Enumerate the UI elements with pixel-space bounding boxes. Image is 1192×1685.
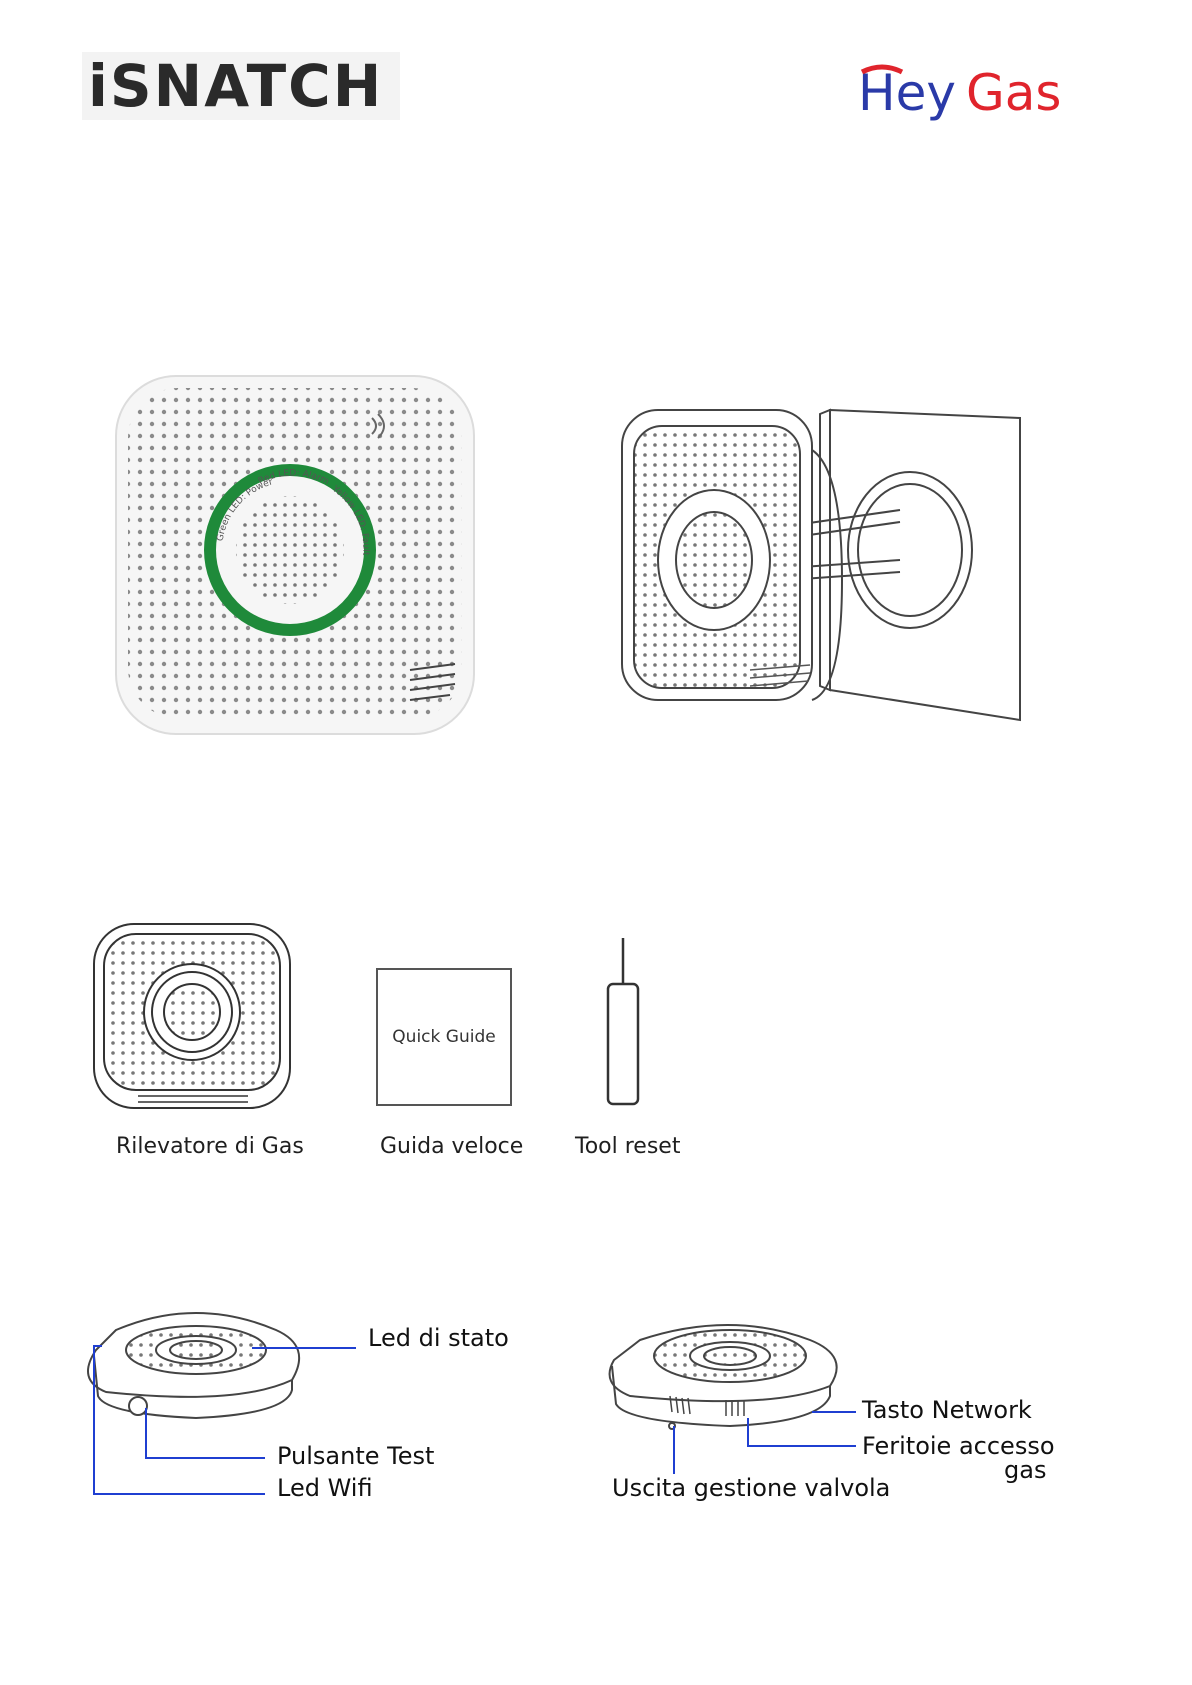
label-feritoie-gas: gas [1004, 1456, 1046, 1484]
heygas-logo-hey: Hey [858, 64, 956, 122]
gas-detector-photo: Green LED: Power Red LED: Alarm Yellow L… [110, 370, 480, 740]
caption-tool: Tool reset [575, 1134, 680, 1159]
label-uscita-valvola: Uscita gestione valvola [612, 1474, 890, 1502]
quick-guide-box: Quick Guide [376, 968, 512, 1106]
isnatch-logo: iSNATCH [82, 52, 400, 120]
caption-detector: Rilevatore di Gas [116, 1134, 304, 1159]
isnatch-logo-text: iSNATCH [88, 52, 383, 120]
caption-guide: Guida veloce [380, 1134, 523, 1159]
quick-guide-text: Quick Guide [392, 1027, 495, 1047]
isnatch-logo-mark: iSNATCH [82, 52, 400, 120]
label-led-di-stato: Led di stato [368, 1324, 509, 1352]
reset-tool-drawing [600, 938, 646, 1108]
kit-detector-drawing [88, 918, 298, 1118]
label-tasto-network: Tasto Network [862, 1396, 1032, 1424]
plug-installation-drawing [610, 390, 1030, 750]
label-pulsante-test: Pulsante Test [277, 1442, 434, 1470]
heygas-logo: Hey Gas [858, 54, 1078, 134]
heygas-logo-gas: Gas [966, 64, 1061, 122]
label-led-wifi: Led Wifi [277, 1474, 373, 1502]
